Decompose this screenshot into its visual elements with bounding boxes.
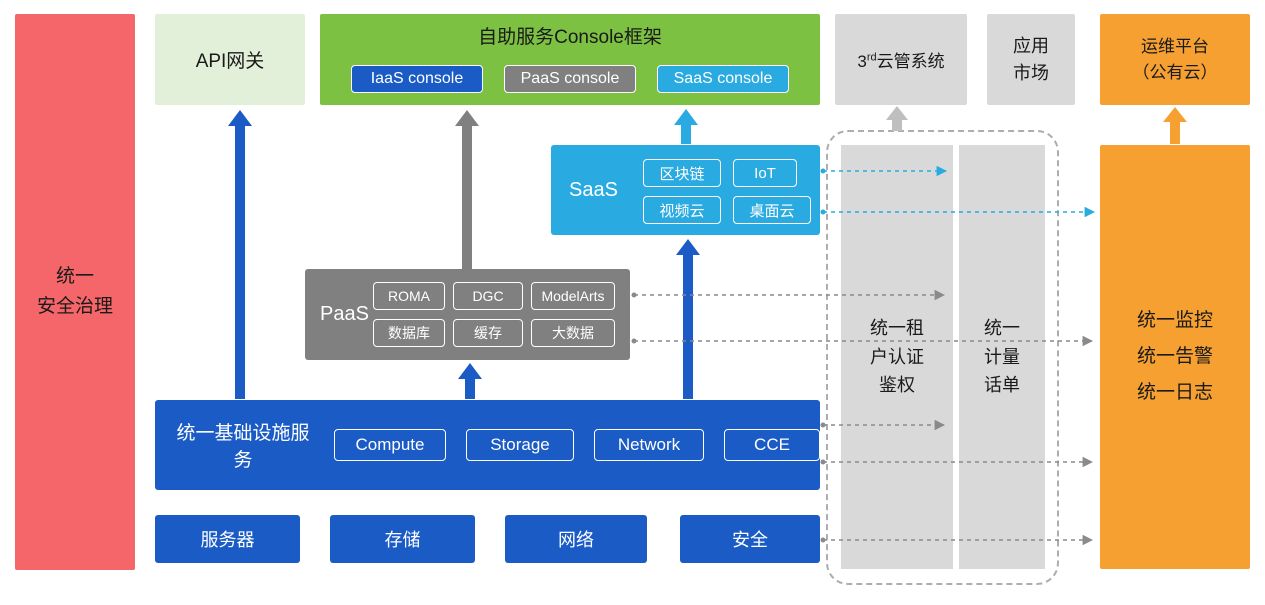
saas-item-desktop-cloud: 桌面云: [733, 196, 811, 224]
iaas-console-chip: IaaS console: [351, 65, 483, 93]
om-platform-box: 运维平台 （公有云）: [1100, 14, 1250, 105]
arrow-infra-to-saas: [676, 239, 700, 399]
hardware-server-box: 服务器: [155, 515, 300, 563]
dot-saas-monitor: [820, 209, 826, 215]
app-market-box: 应用 市场: [987, 14, 1075, 105]
dot-infra-auth: [820, 422, 826, 428]
paas-item-bigdata: 大数据: [531, 319, 615, 347]
paas-console-chip: PaaS console: [504, 65, 636, 93]
paas-item-roma: ROMA: [373, 282, 445, 310]
saas-item-iot: IoT: [733, 159, 797, 187]
infra-item-cce: CCE: [724, 429, 820, 461]
arrow-paas-to-console: [455, 110, 479, 269]
console-framework-title: 自助服务Console框架: [478, 27, 662, 48]
infra-item-compute: Compute: [334, 429, 446, 461]
hardware-security-box: 安全: [680, 515, 820, 563]
dot-paas-monitor: [631, 338, 637, 344]
infra-item-network: Network: [594, 429, 704, 461]
infra-item-storage: Storage: [466, 429, 574, 461]
dot-hardware-monitor: [820, 537, 826, 543]
saas-console-chip: SaaS console: [657, 65, 789, 93]
unified-security-governance-bar: 统一 安全治理: [15, 14, 135, 570]
console-framework-box: 自助服务Console框架 IaaS console PaaS console …: [320, 14, 820, 105]
saas-label: SaaS: [569, 178, 618, 201]
infrastructure-chip-row: Compute Storage Network CCE: [334, 429, 820, 461]
paas-item-dgc: DGC: [453, 282, 523, 310]
paas-item-database: 数据库: [373, 319, 445, 347]
arrow-saas-to-console: [674, 109, 698, 144]
arrow-infra-to-api-gateway: [228, 110, 252, 399]
shared-services-dashed-container: [826, 130, 1059, 585]
paas-item-modelarts: ModelArts: [531, 282, 615, 310]
saas-box: SaaS 区块链 IoT 视频云 桌面云: [551, 145, 820, 235]
api-gateway-box: API网关: [155, 14, 305, 105]
arrow-infra-to-paas: [458, 363, 482, 399]
paas-label: PaaS: [320, 303, 369, 325]
metering-cdr-bar: 统一 计量 话单: [959, 145, 1045, 569]
third-party-cloud-mgmt-box: 3rd云管系统: [835, 14, 967, 105]
unified-monitoring-box: 统一监控 统一告警 统一日志: [1100, 145, 1250, 569]
unified-infrastructure-box: 统一基础设施服务 Compute Storage Network CCE: [155, 400, 820, 490]
dot-saas-auth: [820, 168, 826, 174]
console-chip-row: IaaS console PaaS console SaaS console: [330, 65, 810, 93]
dot-paas-auth: [631, 292, 637, 298]
dot-infra-monitor: [820, 459, 826, 465]
saas-item-video-cloud: 视频云: [643, 196, 721, 224]
hardware-storage-box: 存储: [330, 515, 475, 563]
tenant-auth-bar: 统一租 户认证 鉴权: [841, 145, 953, 569]
arrow-container-to-third-cloud: [886, 106, 908, 131]
unified-infrastructure-label: 统一基础设施服务: [176, 423, 310, 471]
arrow-monitor-to-om-platform: [1163, 107, 1187, 144]
saas-item-blockchain: 区块链: [643, 159, 721, 187]
hardware-network-box: 网络: [505, 515, 647, 563]
paas-item-cache: 缓存: [453, 319, 523, 347]
paas-box: PaaS ROMA DGC ModelArts 数据库 缓存 大数据: [305, 269, 630, 360]
third-party-cloud-mgmt-label: 3rd云管系统: [857, 51, 945, 71]
